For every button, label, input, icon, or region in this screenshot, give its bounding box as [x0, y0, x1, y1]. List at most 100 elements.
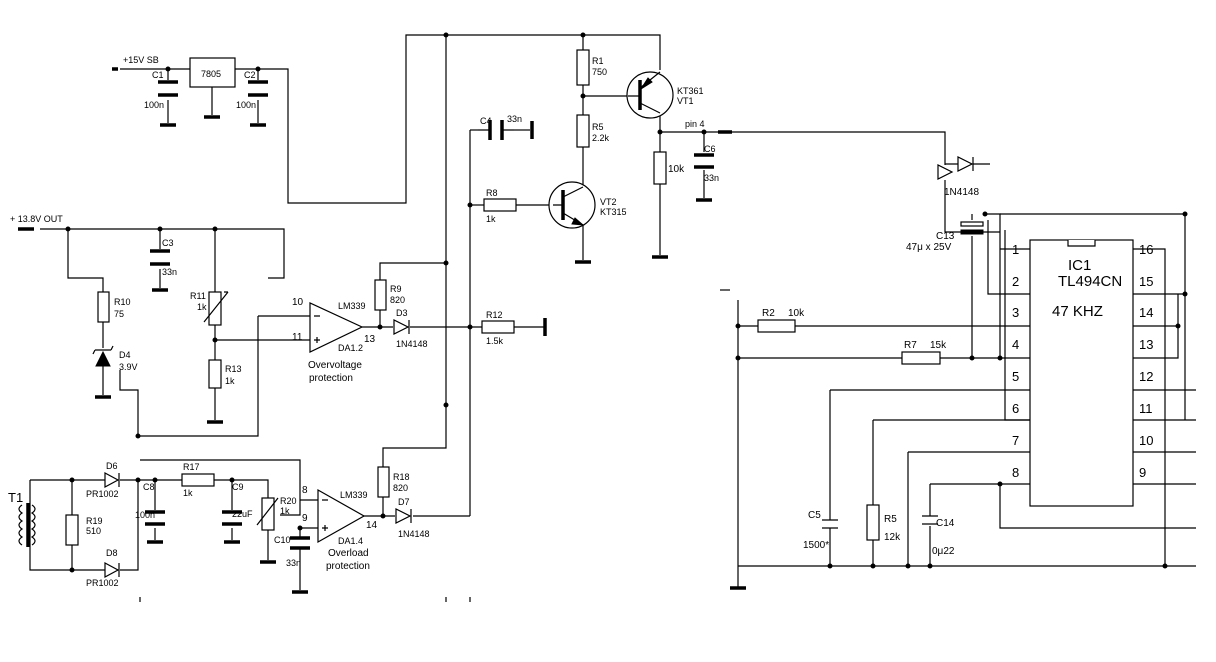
r2-ref: R2	[762, 308, 775, 319]
d7-ref: D7	[398, 497, 410, 507]
resistor-r5-2k2	[576, 114, 590, 148]
label-overload-1: Overload	[328, 548, 369, 559]
r12-value: 1.5k	[486, 336, 504, 346]
da14-pin-plus: 9	[302, 513, 308, 524]
d8-value: PR1002	[86, 578, 119, 588]
capacitor-c8	[145, 510, 165, 526]
junctions	[65, 32, 1188, 573]
r18-value: 820	[393, 483, 408, 493]
regulator-7805	[189, 57, 236, 88]
r19-value: 510	[86, 526, 101, 536]
r10-value: 75	[114, 309, 124, 319]
c2-value: 100n	[236, 100, 256, 110]
capacitor-c6	[694, 153, 714, 169]
ic1-part: TL494CN	[1058, 273, 1122, 290]
labels: +15V SB + 13.8V OUT pin 4 Overvoltage pr…	[10, 55, 705, 572]
capacitor-c2	[248, 80, 268, 97]
resistor-r12	[481, 320, 515, 334]
ic-pin-16: 16	[1139, 242, 1153, 257]
wires	[29, 34, 1196, 602]
capacitor-c10	[290, 536, 310, 550]
ic-pin-10: 10	[1139, 433, 1153, 448]
capacitor-c9	[222, 510, 242, 526]
c1-value: 100n	[144, 100, 164, 110]
t1-ref: T1	[8, 490, 23, 505]
label-overvoltage-2: protection	[309, 373, 353, 384]
opamp-da1-4	[317, 488, 366, 544]
r1-ref: R1	[592, 56, 604, 66]
c13-ref: C13	[936, 231, 955, 242]
r20-ref: R20	[280, 496, 297, 506]
ic-pin-13: 13	[1139, 337, 1153, 352]
da14-ref: DA1.4	[338, 536, 363, 546]
r11-ref: R11	[190, 291, 206, 301]
ic-pin-6: 6	[1012, 401, 1019, 416]
c14-value: 0μ22	[932, 546, 955, 557]
label-13v8-out: + 13.8V OUT	[10, 214, 63, 224]
r1-value: 750	[592, 67, 607, 77]
r10-ref: R10	[114, 297, 131, 307]
vt1-ref: VT1	[677, 96, 694, 106]
resistor-r1	[576, 49, 590, 86]
c9-value: 22uF	[232, 509, 253, 519]
resistor-10k	[653, 151, 667, 185]
ic-pin-9: 9	[1139, 465, 1146, 480]
r9-value: 820	[390, 295, 405, 305]
resistor-r13	[208, 359, 222, 389]
da12-type: LM339	[338, 301, 366, 311]
da12-ref: DA1.2	[338, 343, 363, 353]
r5a-ref: R5	[592, 122, 604, 132]
c8-ref: C8	[143, 482, 155, 492]
ic-pin-3: 3	[1012, 305, 1019, 320]
ic1-ref: IC1	[1068, 257, 1091, 274]
c13-value: 47μ x 25V	[906, 242, 952, 253]
resistor-r2	[757, 319, 796, 333]
c10-ref: C10	[274, 535, 291, 545]
c10-value: 33n	[286, 558, 301, 568]
c5-value: 1500*	[803, 540, 829, 551]
c8-value: 100n	[135, 510, 155, 520]
ic-pin-2: 2	[1012, 274, 1019, 289]
ic-pin-14: 14	[1139, 305, 1153, 320]
r17-ref: R17	[183, 462, 200, 472]
d7-value: 1N4148	[398, 529, 430, 539]
capacitor-c14	[922, 515, 938, 525]
ic-pin-1: 1	[1012, 242, 1019, 257]
ic-pin-12: 12	[1139, 369, 1153, 384]
reg-ref: 7805	[201, 69, 221, 79]
diode-1n4148-pwm	[937, 156, 990, 180]
label-pin4: pin 4	[685, 119, 705, 129]
da12-pin-minus: 10	[292, 297, 304, 308]
ic1-freq: 47 KHZ	[1052, 303, 1103, 320]
d3-value: 1N4148	[396, 339, 428, 349]
capacitor-c13	[960, 221, 984, 235]
c3-value: 33n	[162, 267, 177, 277]
c6-ref: C6	[704, 144, 716, 154]
d3-ref: D3	[396, 308, 408, 318]
da14-pin-minus: 8	[302, 485, 308, 496]
r7-value: 15k	[930, 340, 947, 351]
c2-ref: C2	[244, 70, 256, 80]
d4-ref: D4	[119, 350, 131, 360]
c1-ref: C1	[152, 70, 164, 80]
c6-value: 33n	[704, 173, 719, 183]
d4-value: 3.9V	[119, 362, 138, 372]
r5a-value: 2.2k	[592, 133, 610, 143]
vt1-value: KT361	[677, 86, 704, 96]
ic-pin-8: 8	[1012, 465, 1019, 480]
ic-pin-5: 5	[1012, 369, 1019, 384]
c4-value: 33n	[507, 114, 522, 124]
c5-ref: C5	[808, 510, 821, 521]
dpwm-value: 1N4148	[944, 187, 979, 198]
resistor-r20	[261, 497, 275, 531]
zener-diode-d4	[92, 345, 114, 367]
ic-pin-11: 11	[1139, 401, 1153, 416]
ic-pin-numbers: 1 2 3 4 5 6 7 8 16 15 14 13 12 11 10 9	[1012, 242, 1153, 480]
resistor-r17	[181, 473, 215, 487]
r5b-value: 12k	[884, 532, 901, 543]
r10k-value: 10k	[668, 164, 685, 175]
c3-ref: C3	[162, 238, 174, 248]
d6-ref: D6	[106, 461, 118, 471]
r12-ref: R12	[486, 310, 503, 320]
